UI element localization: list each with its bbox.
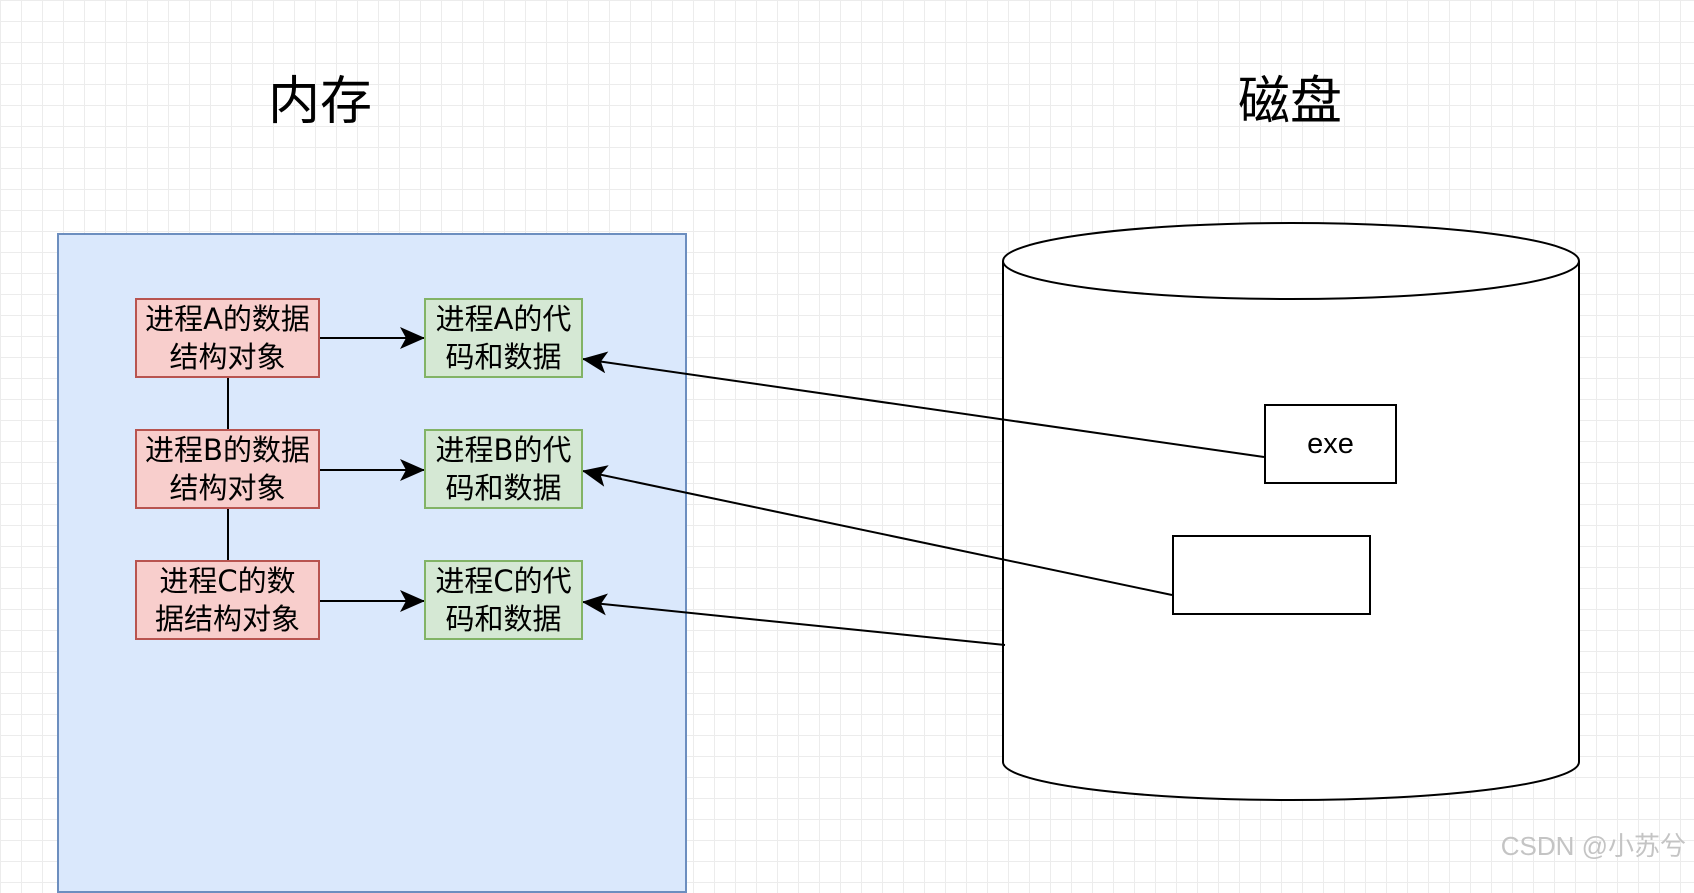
arrow-disk-to-code-c	[582, 593, 1006, 646]
arrow-exe-to-code-a	[582, 351, 1265, 458]
process-c-struct-line1: 进程C的数	[159, 564, 296, 598]
process-memory-diagram: 内存 磁盘 进程A的数据 结构对象	[57, 72, 1686, 893]
process-a-code-line1: 进程A的代	[435, 302, 572, 336]
exe-file-box: exe	[1264, 404, 1397, 484]
process-a-struct-box: 进程A的数据 结构对象	[135, 298, 320, 378]
process-a-code-line2: 码和数据	[445, 340, 562, 374]
process-c-code-box: 进程C的代 码和数据	[424, 560, 583, 640]
process-a-struct-line1: 进程A的数据	[145, 302, 310, 336]
watermark: CSDN @小苏兮	[1500, 831, 1686, 861]
process-c-code-line1: 进程C的代	[435, 564, 572, 598]
blank-file-box	[1172, 535, 1371, 615]
process-b-struct-line2: 结构对象	[169, 471, 286, 505]
exe-file-label: exe	[1307, 427, 1354, 460]
disk-title: 磁盘	[1238, 72, 1343, 132]
process-b-code-line2: 码和数据	[445, 471, 562, 505]
arrow-blank-to-code-b	[582, 465, 1173, 596]
process-b-struct-box: 进程B的数据 结构对象	[135, 429, 320, 509]
disk-cylinder-top	[1002, 222, 1580, 300]
connectors-layer	[227, 222, 1580, 801]
process-c-struct-box: 进程C的数 据结构对象	[135, 560, 320, 640]
process-a-struct-line2: 结构对象	[169, 340, 286, 374]
disk-cylinder	[1002, 222, 1580, 801]
process-a-code-box: 进程A的代 码和数据	[424, 298, 583, 378]
process-c-struct-line2: 据结构对象	[154, 602, 300, 636]
memory-title: 内存	[268, 72, 373, 132]
process-b-code-line1: 进程B的代	[435, 433, 572, 467]
process-b-struct-line1: 进程B的数据	[145, 433, 310, 467]
process-b-code-box: 进程B的代 码和数据	[424, 429, 583, 509]
process-c-code-line2: 码和数据	[445, 602, 562, 636]
disk-cylinder-body	[1002, 261, 1580, 801]
